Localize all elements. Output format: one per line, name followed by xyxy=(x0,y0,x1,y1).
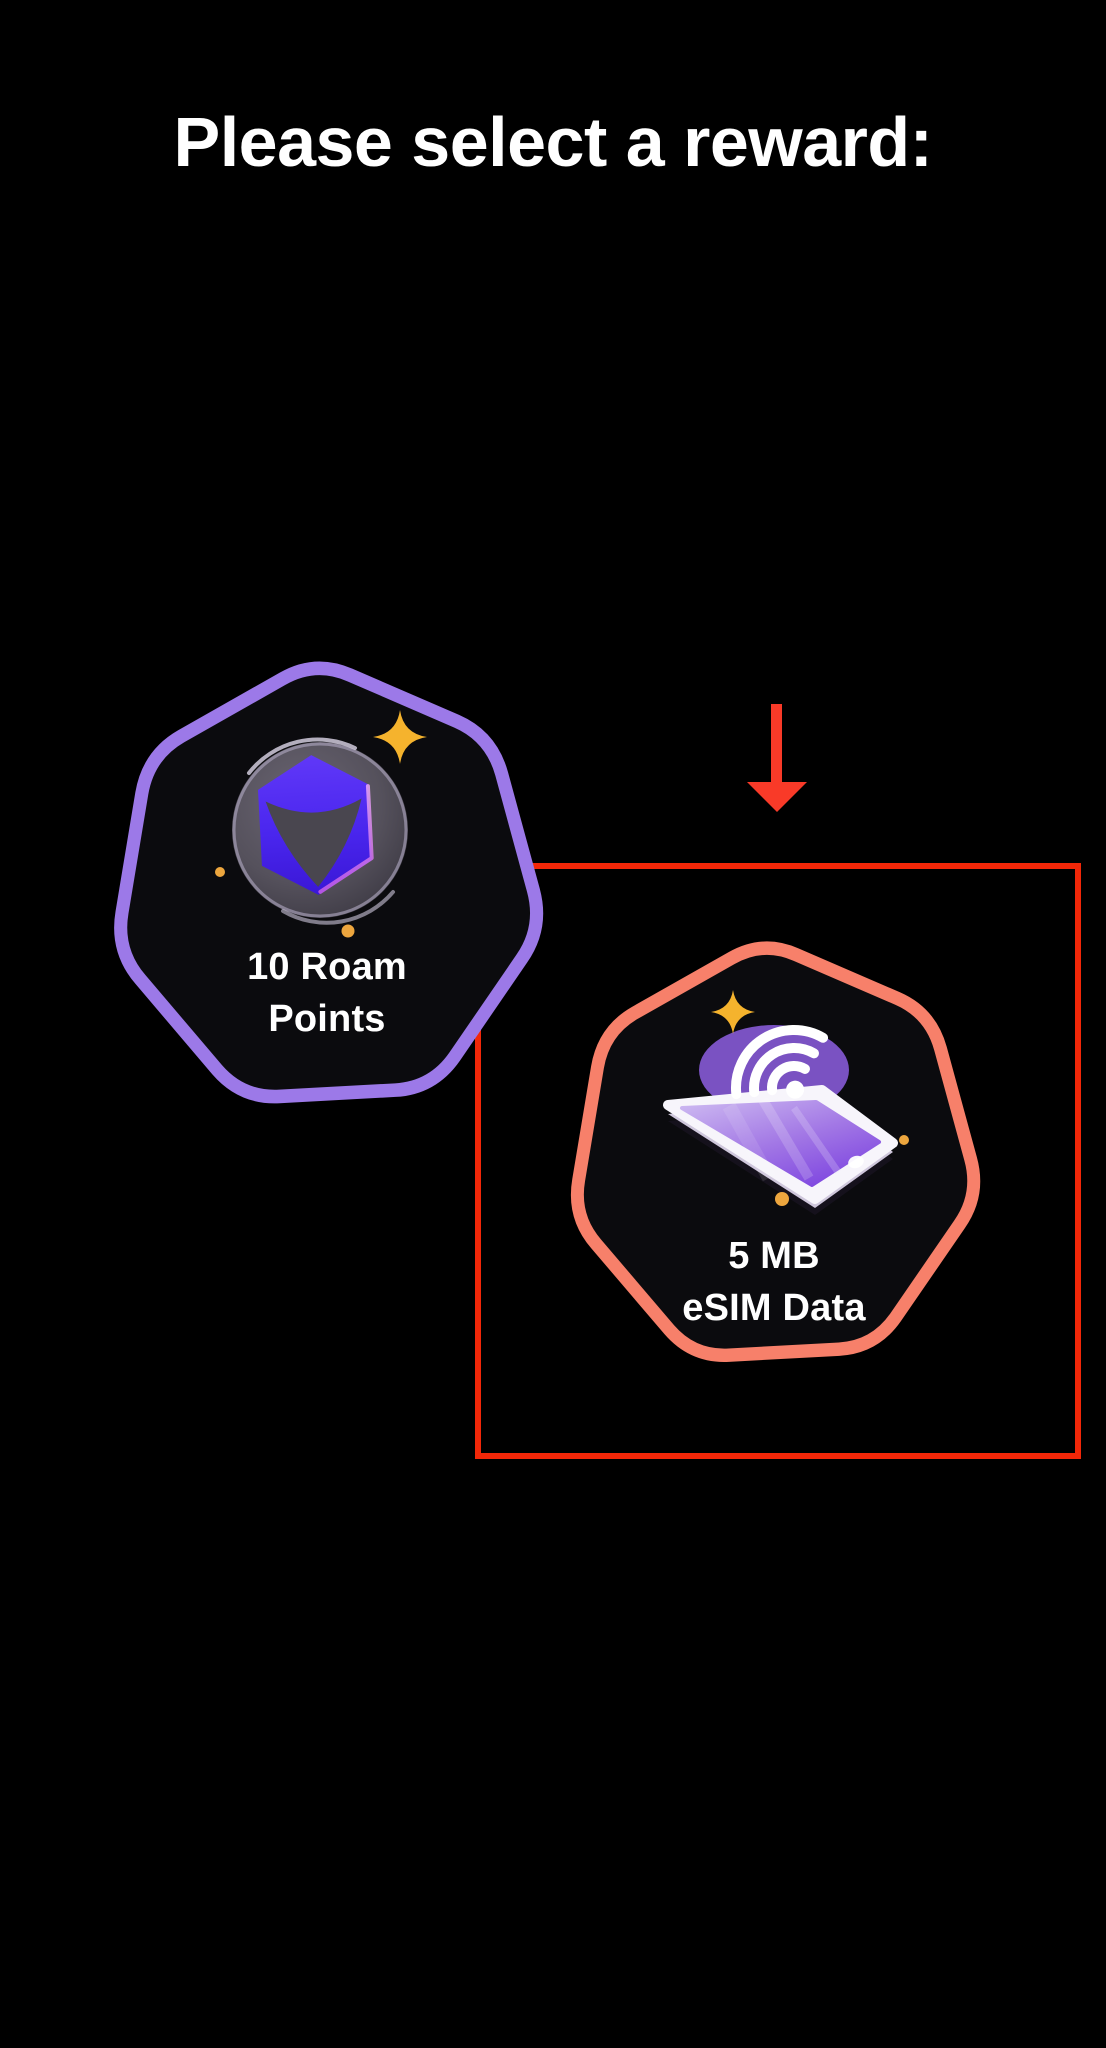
sparkle-icon xyxy=(711,990,755,1034)
roam-cube-coin-icon xyxy=(215,710,427,938)
reward-label-esim-data: 5 MB eSIM Data xyxy=(551,1230,997,1334)
gold-dot xyxy=(899,1135,909,1145)
wifi-icon xyxy=(731,1024,829,1100)
page-title: Please select a reward: xyxy=(173,103,933,181)
isometric-phone xyxy=(663,1085,898,1215)
reward-option-roam-points[interactable]: 10 Roam Points xyxy=(93,645,561,1131)
reward-label-line2: eSIM Data xyxy=(682,1287,866,1329)
esim-phone-icon xyxy=(663,990,909,1215)
annotation-target-box xyxy=(475,863,1081,1459)
roam-cube-logo xyxy=(257,755,374,895)
gold-dot xyxy=(215,867,225,877)
reward-label-line2: Points xyxy=(268,998,386,1040)
gold-dot xyxy=(775,1192,789,1206)
annotation-down-arrow-icon xyxy=(747,704,807,812)
reward-label-line1: 10 Roam xyxy=(247,946,407,988)
gold-dot xyxy=(341,924,355,938)
home-button xyxy=(848,1155,864,1169)
phone-screen xyxy=(680,1100,881,1187)
reward-option-esim-data[interactable]: 5 MB eSIM Data xyxy=(551,926,997,1388)
reward-label-roam-points: 10 Roam Points xyxy=(93,941,561,1045)
reward-label-line1: 5 MB xyxy=(728,1235,820,1277)
sparkle-icon xyxy=(373,710,427,764)
